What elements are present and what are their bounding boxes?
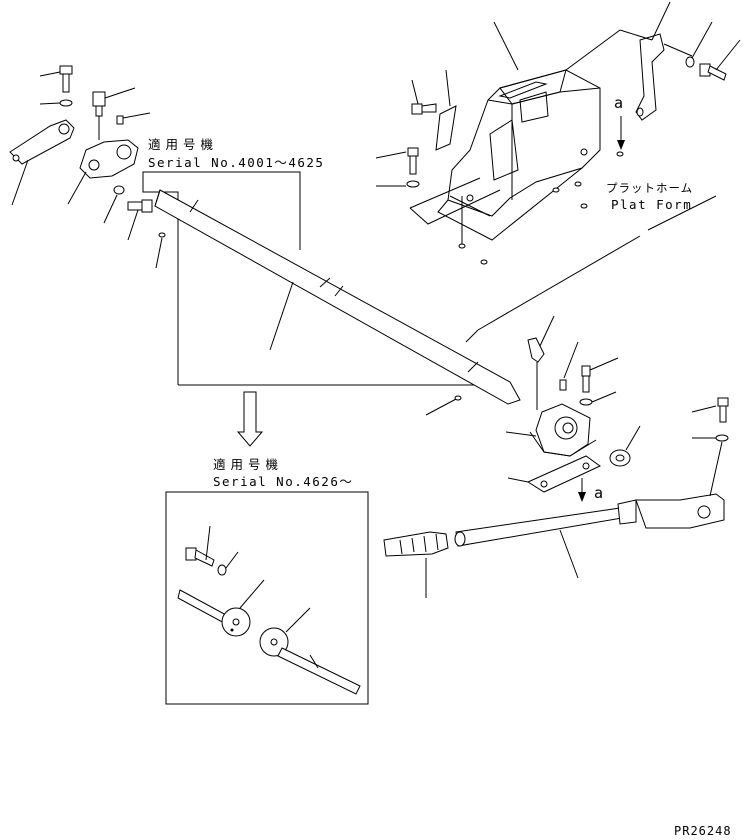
lever-rod-part (454, 493, 725, 579)
bolt-far-right-part (691, 397, 729, 497)
grease-nipple-right-part (527, 315, 555, 410)
bolt-part (39, 65, 73, 93)
reference-arrow-a-top (617, 116, 625, 150)
platform-plate-part (409, 151, 624, 265)
reference-marker-top: a (614, 94, 625, 112)
set-screw-part (559, 341, 579, 391)
spacer-washer-part (609, 425, 641, 467)
grip-part (383, 531, 449, 598)
washer-part (39, 99, 73, 107)
pillow-block-part (505, 403, 597, 457)
lever-arm-part (9, 119, 75, 206)
washer-2-part (103, 185, 125, 224)
bolt-horizontal-part (127, 199, 153, 241)
console-housing-part (437, 21, 601, 241)
console-bolt-parts (375, 79, 437, 188)
small-plate-part (435, 69, 457, 151)
lower-applicable-label: 適用号機 (213, 457, 284, 472)
bolt-right-part (579, 357, 619, 406)
long-shaft-part (154, 189, 521, 416)
platform-label-en: Plat Form (611, 197, 693, 212)
upper-serial-frame (142, 171, 498, 386)
grease-fitting-part (92, 87, 136, 140)
lower-detail-parts (177, 525, 361, 695)
base-plate-part (507, 455, 601, 493)
down-arrow-icon (236, 391, 264, 447)
upper-serial-label: Serial No.4001～4625 (148, 155, 325, 170)
lower-serial-label: Serial No.4626～ (213, 474, 354, 489)
reference-arrow-a-lower (578, 478, 586, 502)
reference-marker-lower: a (594, 484, 605, 502)
top-right-bracket-part (565, 1, 741, 121)
upper-applicable-label: 適用号機 (148, 137, 219, 152)
clevis-bracket-part (67, 139, 139, 205)
lower-serial-frame (165, 491, 369, 705)
platform-label-jp: プラットホーム (606, 181, 694, 195)
platform-leader (465, 195, 717, 343)
top-left-link-group (9, 65, 166, 269)
pin-part (155, 232, 166, 269)
nipple-part (116, 112, 151, 125)
drawing-number: PR26248 (674, 824, 732, 838)
